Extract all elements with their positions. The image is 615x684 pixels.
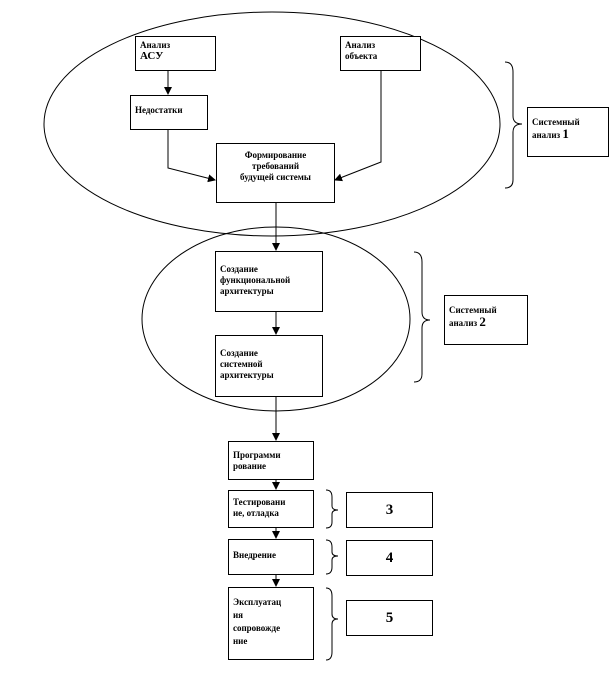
box-implementation: Внедрение: [228, 539, 314, 575]
label-system-analysis-1: Системный анализ 1: [527, 107, 609, 157]
brace-5: [325, 587, 339, 661]
box-programming-line-2: рование: [233, 461, 267, 471]
brace-2: [413, 251, 431, 383]
box-testing-line-1: Тестировани: [233, 497, 286, 507]
arrow-shortcomings-to-requirements: [167, 130, 216, 183]
box-requirements-line-3: будущей системы: [240, 172, 311, 182]
label-stage-4: 4: [346, 540, 433, 576]
box-requirements-line-2: требований: [251, 161, 300, 171]
box-analysis-object: Анализ объекта: [340, 36, 421, 71]
brace-1: [504, 61, 523, 189]
box-testing: Тестировани ие, отладка: [228, 490, 314, 528]
box-operation-line-4: ние: [233, 636, 248, 646]
box-shortcomings-line-1: Недостатки: [135, 105, 183, 115]
arrow-object-to-requirements: [334, 71, 382, 182]
label-system-analysis-2-text: Системный: [449, 305, 497, 315]
box-functional-arch-line-1: Создание: [220, 264, 258, 274]
box-shortcomings: Недостатки: [130, 95, 208, 130]
box-analysis-asu-line-1: Анализ: [140, 40, 171, 50]
box-functional-arch: Создание функциональной архитектуры: [215, 251, 323, 312]
box-operation-line-3: сопровожде: [233, 623, 281, 633]
label-stage-5-text: 5: [385, 609, 394, 626]
box-system-arch-line-3: архитектуры: [220, 370, 274, 380]
label-system-analysis-2-text2: анализ: [449, 318, 478, 328]
label-system-analysis-1-text2: анализ: [532, 130, 561, 140]
label-stage-3: 3: [346, 492, 433, 528]
box-analysis-object-line-1: Анализ: [345, 40, 376, 50]
box-analysis-object-line-2: объекта: [345, 51, 378, 61]
box-requirements-line-1: Формирование: [244, 150, 307, 160]
box-operation: Эксплуатац ия сопровожде ние: [228, 587, 314, 660]
brace-3: [325, 489, 339, 529]
system-analysis-1-ellipse: [43, 11, 501, 237]
box-programming: Программи рование: [228, 441, 314, 480]
box-system-arch: Создание системной архитектуры: [215, 335, 323, 397]
box-functional-arch-line-3: архитектуры: [220, 286, 274, 296]
box-programming-line-1: Программи: [233, 450, 281, 460]
box-testing-line-2: ие, отладка: [233, 508, 279, 518]
box-operation-line-1: Эксплуатац: [233, 597, 282, 607]
box-operation-line-2: ия: [233, 610, 244, 620]
label-stage-5: 5: [346, 600, 433, 636]
box-analysis-asu: Анализ АСУ: [135, 36, 216, 71]
label-system-analysis-2-num: 2: [479, 314, 486, 329]
label-system-analysis-2-text2-row: анализ 2: [449, 314, 523, 329]
label-stage-4-text: 4: [385, 549, 394, 566]
box-analysis-asu-line-2: АСУ: [140, 50, 164, 62]
label-system-analysis-2: Системный анализ 2: [444, 295, 528, 345]
label-system-analysis-1-text: Системный: [532, 117, 580, 127]
box-system-arch-line-2: системной: [220, 359, 263, 369]
box-implementation-line-1: Внедрение: [233, 550, 276, 560]
box-requirements: Формирование требований будущей системы: [216, 143, 335, 203]
box-system-arch-line-1: Создание: [220, 348, 258, 358]
box-functional-arch-line-2: функциональной: [220, 275, 291, 285]
brace-4: [325, 539, 339, 575]
label-system-analysis-1-text2-row: анализ 1: [532, 126, 604, 141]
label-system-analysis-1-num: 1: [562, 126, 569, 141]
label-stage-3-text: 3: [385, 501, 394, 518]
